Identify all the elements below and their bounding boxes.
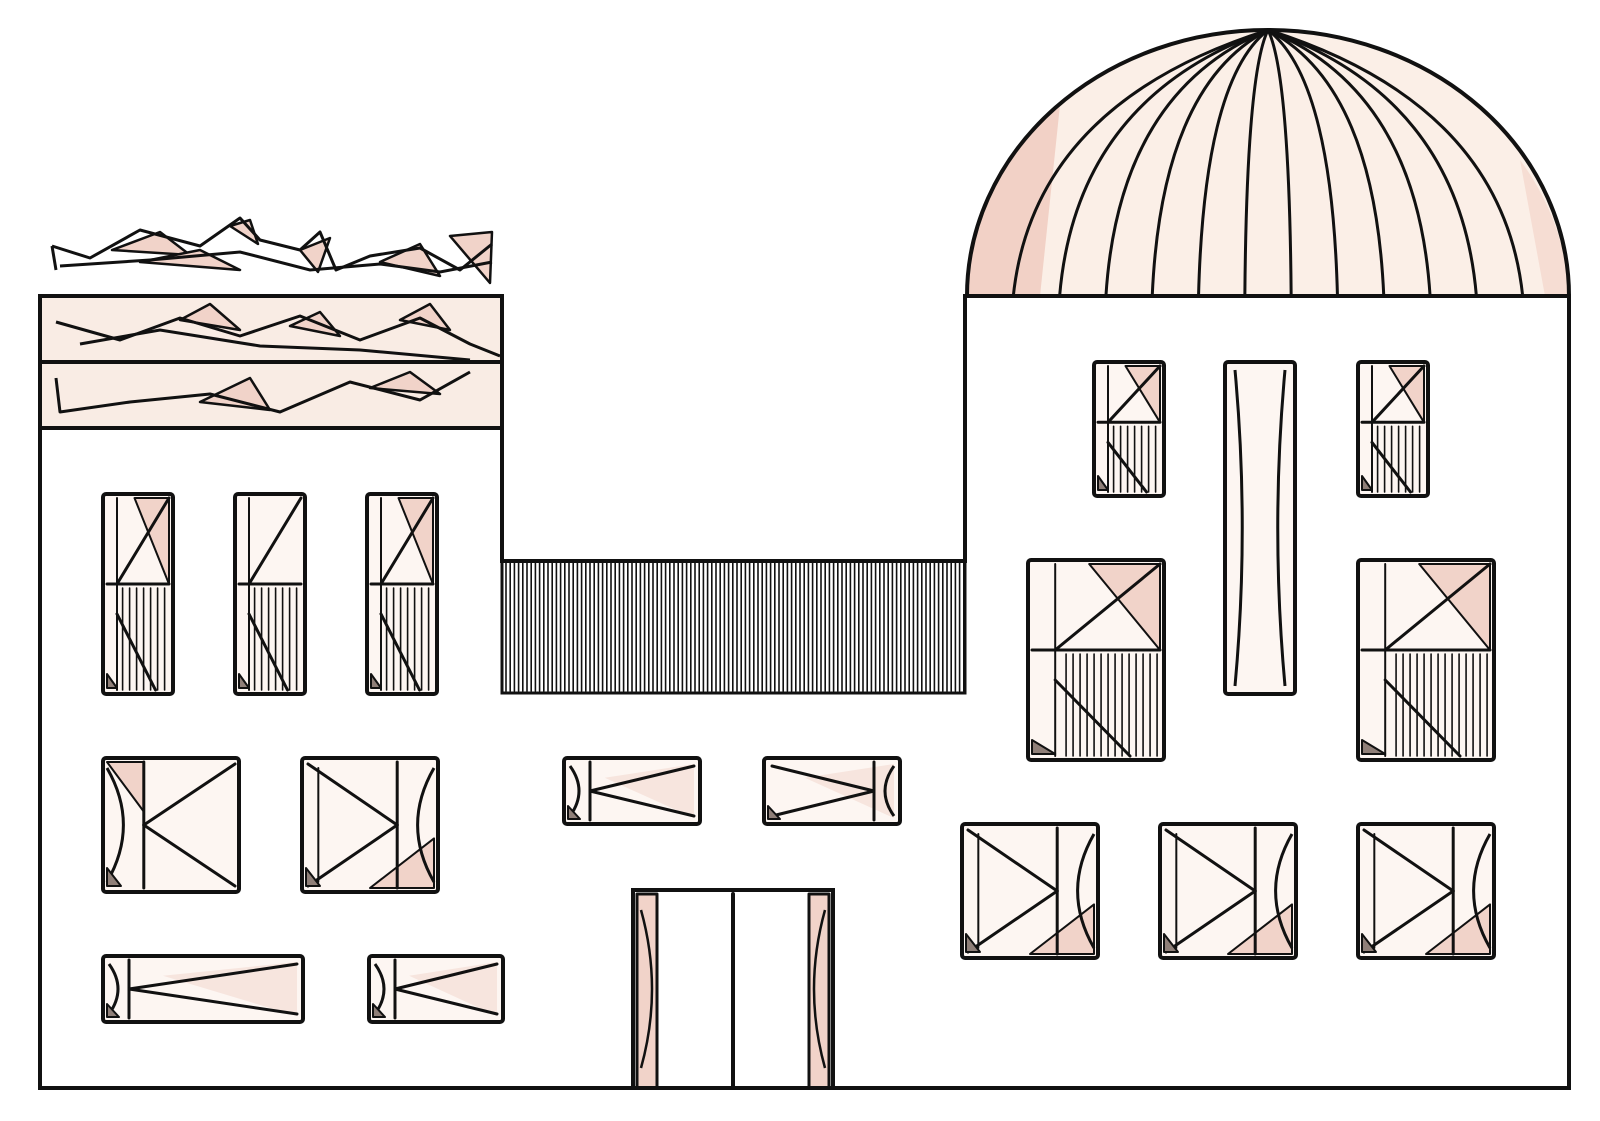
- dome-rib: [1267, 28, 1478, 297]
- dome-rib: [1267, 28, 1386, 297]
- dome-rib: [1267, 28, 1339, 297]
- roof-bands: [38, 216, 504, 430]
- building-outline: [38, 294, 1571, 1090]
- band-scribble: [54, 302, 501, 414]
- entrance-door: [631, 888, 835, 1090]
- left-upper-window-2: [233, 492, 307, 696]
- center-window-1: [562, 756, 702, 826]
- right-lower-window-2: [1158, 822, 1298, 960]
- dome-rib: [1197, 28, 1269, 297]
- right-middle-window-2: [1356, 558, 1496, 762]
- right-lower-window-1: [960, 822, 1100, 960]
- right-middle-window-1: [1026, 558, 1166, 762]
- left-lower-window-2: [367, 954, 505, 1024]
- right-lower-window-3: [1356, 822, 1496, 960]
- right-tall-window-3: [1356, 360, 1430, 498]
- left-upper-window-3: [365, 492, 439, 696]
- left-middle-window-1: [101, 756, 241, 894]
- right-tall-window-2: [1223, 360, 1297, 696]
- center-window-2: [762, 756, 902, 826]
- dome-rib: [1058, 28, 1269, 297]
- dome-rib: [1011, 28, 1269, 297]
- roof-debris: [50, 216, 494, 285]
- dome: [965, 28, 1571, 297]
- slat-screen: [500, 559, 967, 695]
- left-lower-window-1: [101, 954, 305, 1024]
- right-tall-window-1: [1092, 360, 1166, 498]
- dome-rib: [1266, 29, 1293, 297]
- dome-rib: [1267, 28, 1525, 297]
- left-upper-window-1: [101, 492, 175, 696]
- left-middle-window-2: [300, 756, 440, 894]
- roof-band-lower: [38, 360, 504, 430]
- dome-rib: [1267, 28, 1432, 297]
- dome-rib: [1104, 28, 1269, 297]
- dome-rib: [1243, 29, 1270, 297]
- dome-rib: [1150, 28, 1269, 297]
